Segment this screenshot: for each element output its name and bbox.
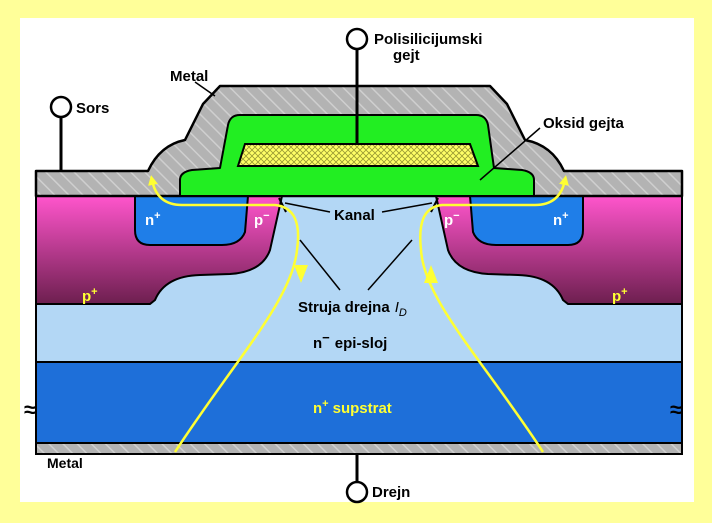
channel-leader-right bbox=[381, 202, 433, 213]
oxide-leader-line bbox=[479, 127, 541, 181]
channel-mark-right bbox=[430, 197, 439, 213]
p-plus-right-label: p+ bbox=[612, 286, 628, 305]
n-plus-left-label: n+ bbox=[145, 210, 161, 229]
break-mark-left: ≈ bbox=[24, 397, 36, 422]
channel-mark-left bbox=[278, 197, 287, 213]
p-plus-left-label: p+ bbox=[82, 286, 98, 305]
polysilicon-gate bbox=[236, 143, 480, 167]
source-label: Sors bbox=[76, 100, 109, 117]
current-arrowhead-right bbox=[424, 265, 438, 283]
p-minus-left-label: p− bbox=[254, 210, 270, 229]
gate-label-line1: Polisilicijumski bbox=[374, 31, 482, 48]
drain-label: Drejn bbox=[372, 484, 410, 501]
break-mark-right: ≈ bbox=[670, 397, 682, 422]
source-terminal-icon bbox=[49, 95, 73, 119]
current-arrowhead-left bbox=[294, 265, 308, 283]
gate-terminal-icon bbox=[345, 27, 369, 51]
epi-layer-label: n−epi-sloj bbox=[313, 330, 387, 352]
current-leader-left bbox=[299, 239, 341, 291]
channel-label: Kanal bbox=[334, 207, 375, 224]
current-flow-left bbox=[148, 175, 300, 453]
substrate-label: n+supstrat bbox=[313, 398, 392, 417]
n-source-right bbox=[468, 195, 584, 246]
channel-leader-left bbox=[284, 202, 331, 213]
drain-metal-layer bbox=[35, 442, 683, 455]
p-minus-right-label: p− bbox=[444, 210, 460, 229]
current-flow-right bbox=[419, 175, 569, 453]
gate-oxide-label: Oksid gejta bbox=[543, 115, 625, 132]
gate-label-line2: gejt bbox=[393, 47, 420, 64]
metal-top-label: Metal bbox=[170, 68, 208, 85]
current-leader-right bbox=[367, 239, 413, 291]
metal-leader-line bbox=[194, 81, 216, 97]
metal-bottom-label: Metal bbox=[47, 455, 83, 471]
n-plus-right-label: n+ bbox=[553, 210, 569, 229]
n-source-left bbox=[134, 195, 250, 246]
drain-terminal-icon bbox=[345, 480, 369, 504]
substrate-region bbox=[35, 361, 683, 444]
